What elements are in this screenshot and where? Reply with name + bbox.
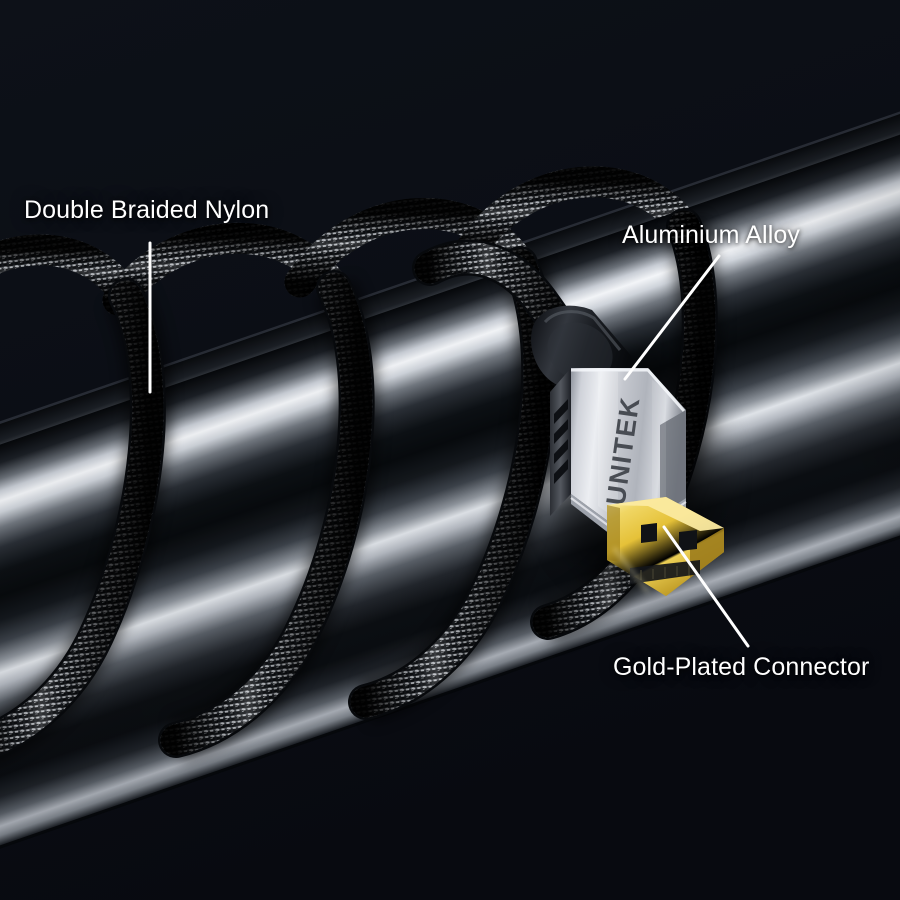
callout-label-gold-plated-connector: Gold-Plated Connector (613, 653, 870, 681)
callout-label-aluminium-alloy: Aluminium Alloy (622, 221, 800, 249)
callout-label-double-braided-nylon: Double Braided Nylon (24, 196, 270, 224)
